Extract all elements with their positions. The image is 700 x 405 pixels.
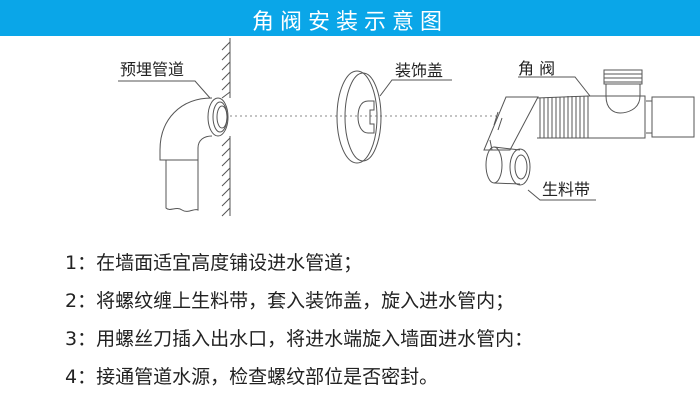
label-thread-tape: 生料带 (542, 180, 591, 199)
decorative-cover (336, 70, 452, 164)
step-item: 1：在墙面适宜高度铺设进水管道； (65, 252, 363, 274)
step-item: 2：将螺纹缠上生料带，套入装饰盖，旋入进水管内； (65, 290, 515, 312)
installation-steps: 1：在墙面适宜高度铺设进水管道； 2：将螺纹缠上生料带，套入装饰盖，旋入进水管内… (65, 250, 533, 402)
wall (221, 38, 231, 217)
angle-valve (483, 69, 695, 201)
title-banner: 角阀安装示意图 (0, 0, 700, 36)
banner-title: 角阀安装示意图 (251, 10, 448, 35)
step-item: 3：用螺丝刀插入出水口，将进水端旋入墙面进水管内： (65, 328, 534, 350)
label-angle-valve: 角 阀 (518, 59, 556, 78)
installation-diagram (118, 38, 695, 217)
embedded-pipe-elbow (118, 80, 229, 212)
label-decorative-cover: 装饰盖 (395, 61, 444, 80)
step-item: 4：接通管道水源，检查螺纹部位是否密封。 (65, 366, 439, 388)
label-embedded-pipe: 预埋管道 (120, 60, 185, 79)
